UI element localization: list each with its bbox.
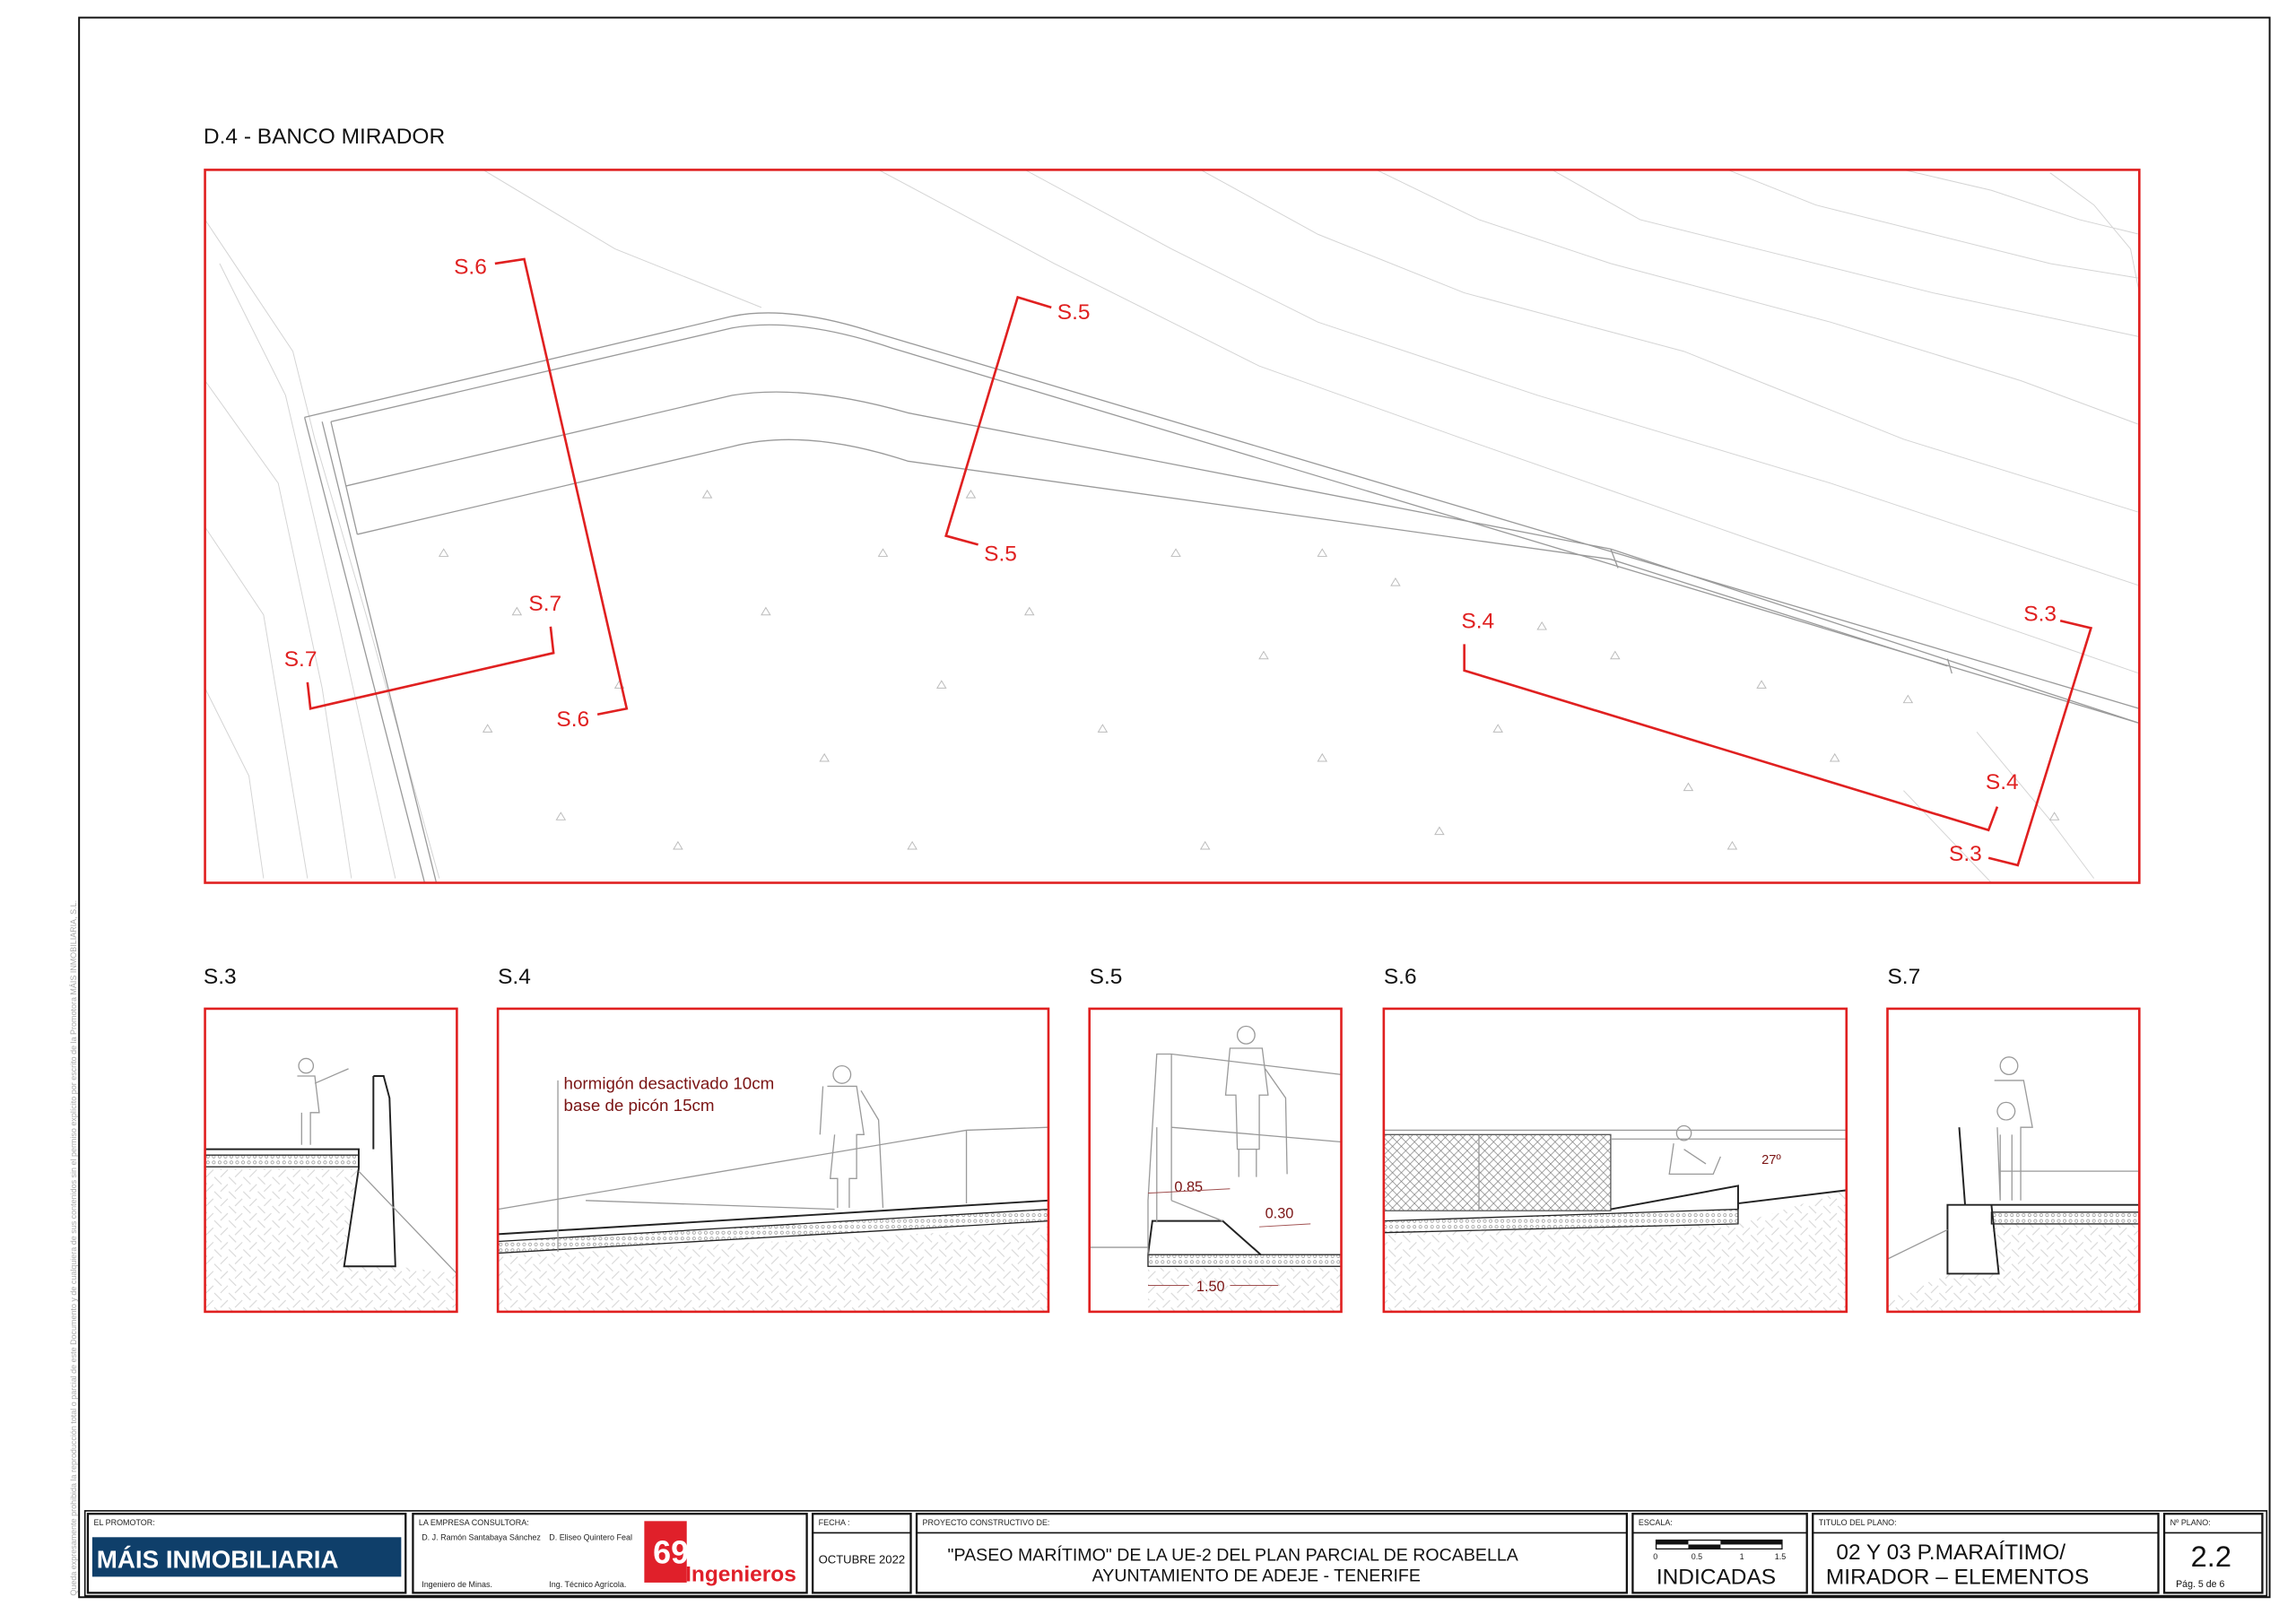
section-cut-s4[interactable] [1463,644,1999,832]
section-s5: 0.85 0.30 1.50 [1088,1007,1343,1314]
nplano-label: Nº PLANO: [2170,1518,2211,1527]
scale-tick: 1 [1740,1552,1744,1561]
section-title-s5: S.5 [1090,965,1123,989]
fecha-value: OCTUBRE 2022 [819,1553,905,1567]
engineer1-title: Ingeniero de Minas. [422,1580,492,1589]
plan-label-s6: S.6 [556,707,589,732]
proyecto-line2: AYUNTAMIENTO DE ADEJE - TENERIFE [1092,1566,1421,1585]
section-cut-s6[interactable] [494,257,629,716]
walkway-edges [303,312,2140,883]
person-figure [819,1064,884,1208]
gravel-markers [438,490,2060,850]
titulo-line2: MIRADOR – ELEMENTOS [1826,1566,2089,1590]
section-cut-s5[interactable] [944,295,1052,546]
promotor-logo-text: MÁIS INMOBILIARIA [97,1546,339,1574]
person-figure [1224,1025,1288,1177]
section-title-s6: S.6 [1384,965,1417,989]
scale-tick: 0.5 [1692,1552,1702,1561]
promotor-logo [91,1537,402,1577]
proyecto-label: PROYECTO CONSTRUCTIVO DE: [923,1518,1050,1527]
plan-label-s5: S.5 [984,542,1017,566]
scale-tick: 0 [1653,1552,1657,1561]
angle-27: 27º [1761,1153,1781,1167]
section-title-s7: S.7 [1887,965,1920,989]
section-cut-s3[interactable] [1987,619,2093,867]
scale-tick: 1.5 [1775,1552,1786,1561]
dim-030: 0.30 [1265,1205,1294,1221]
scale-bar [1655,1539,1783,1550]
section-title-s4: S.4 [498,965,531,989]
plan-frame [204,169,2141,884]
plan-label-s3: S.3 [2023,602,2057,626]
section-s3 [204,1007,458,1314]
section-s4: hormigón desactivado 10cm base de picón … [496,1007,1050,1314]
promotor-label: EL PROMOTOR: [93,1518,154,1527]
nplano-value: 2.2 [2191,1540,2231,1573]
plan-label-s6: S.6 [454,255,487,279]
person-figure [1668,1124,1721,1176]
plan-view: S.6 S.6 S.5 S.5 S.7 S.7 S.4 S.4 S.3 S.3 [204,169,2141,884]
titulo-label: TITULO DEL PLANO: [1819,1518,1897,1527]
engineer1-name: D. J. Ramón Santabaya Sánchez [422,1533,541,1542]
plan-label-s7: S.7 [528,592,561,616]
consultora-logo-mark [644,1521,687,1583]
consultora-logo-glyph: 69 [653,1534,689,1571]
engineer2-name: D. Eliseo Quintero Feal [549,1533,632,1542]
contour-lines [204,169,2140,883]
person-figure [297,1057,349,1145]
title-block: EL PROMOTOR: MÁIS INMOBILIARIA LA EMPRES… [83,1510,2268,1597]
section-s7 [1886,1007,2141,1314]
plan-label-s3: S.3 [1949,842,1982,866]
escala-label: ESCALA: [1639,1518,1673,1527]
titulo-line1: 02 Y 03 P.MARAÍTIMO/ [1836,1541,2066,1565]
copyright-notice: Queda expresamente prohibida la reproduc… [69,900,78,1596]
drawing-title: D.4 - BANCO MIRADOR [204,125,445,149]
plan-label-s5: S.5 [1057,300,1091,325]
section-s6: 27º [1382,1007,1848,1314]
proyecto-line1: "PASEO MARÍTIMO" DE LA UE-2 DEL PLAN PAR… [948,1544,1519,1565]
note-concrete: hormigón desactivado 10cm [564,1074,775,1093]
consultora-label: LA EMPRESA CONSULTORA: [419,1518,529,1527]
plan-label-s4: S.4 [1461,609,1494,633]
engineer2-title: Ing. Técnico Agrícola. [549,1580,626,1589]
dim-150: 1.50 [1196,1279,1225,1295]
fecha-label: FECHA : [819,1518,850,1527]
dim-085: 0.85 [1174,1179,1203,1195]
section-cut-s7[interactable] [306,626,555,710]
escala-value: INDICADAS [1657,1566,1776,1590]
consultora-logo-text: Ingenieros [685,1562,796,1586]
person-figure [1994,1056,2033,1201]
note-base: base de picón 15cm [564,1096,715,1115]
sheet-border [78,16,2271,1599]
plan-label-s7: S.7 [284,647,317,672]
plan-label-s4: S.4 [1986,770,2019,794]
section-title-s3: S.3 [204,965,237,989]
page-indicator: Pág. 5 de 6 [2176,1579,2224,1590]
